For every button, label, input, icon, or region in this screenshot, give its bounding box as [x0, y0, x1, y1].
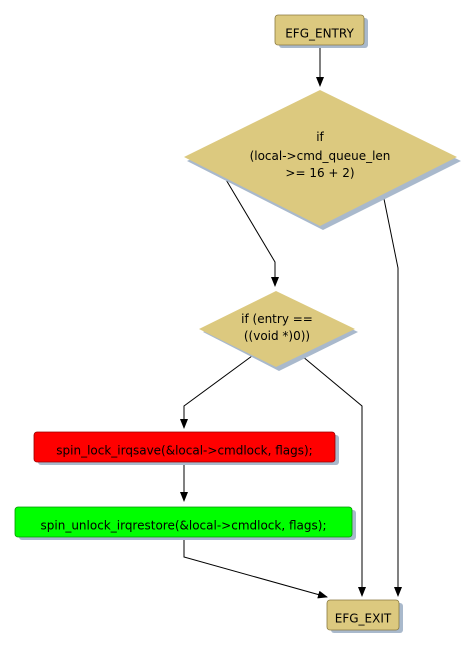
- edge-unlock-to-exit: [183, 537, 328, 599]
- exit-node: EFG_EXIT: [326, 599, 403, 633]
- condition-queue-length-line-2: (local->cmd_queue_len: [250, 149, 391, 163]
- entry-node: EFG_ENTRY: [274, 14, 368, 48]
- condition-queue-length-line-1: if: [316, 130, 324, 144]
- edge-cond1-to-cond2: [224, 177, 279, 287]
- condition-queue-length: if (local->cmd_queue_len >= 16 + 2): [184, 90, 461, 230]
- condition-entry-null-line-2: ((void *)0)): [244, 329, 310, 343]
- edges: [180, 46, 402, 599]
- condition-entry-null: if (entry == ((void *)0)): [199, 291, 358, 371]
- spin-unlock-label: spin_unlock_irqrestore(&local->cmdlock, …: [41, 519, 327, 533]
- condition-entry-null-line-1: if (entry ==: [241, 312, 313, 326]
- spin-lock-label: spin_lock_irqsave(&local->cmdlock, flags…: [56, 444, 312, 458]
- spin-unlock-node: spin_unlock_irqrestore(&local->cmdlock, …: [14, 506, 356, 540]
- edge-cond1-to-exit: [382, 193, 402, 597]
- condition-queue-length-line-3: >= 16 + 2): [285, 166, 354, 180]
- exit-label: EFG_EXIT: [335, 612, 392, 626]
- edge-cond2-to-lock: [180, 355, 253, 429]
- entry-label: EFG_ENTRY: [285, 27, 354, 41]
- spin-lock-node: spin_lock_irqsave(&local->cmdlock, flags…: [33, 431, 339, 465]
- edge-cond2-to-exit: [301, 355, 366, 597]
